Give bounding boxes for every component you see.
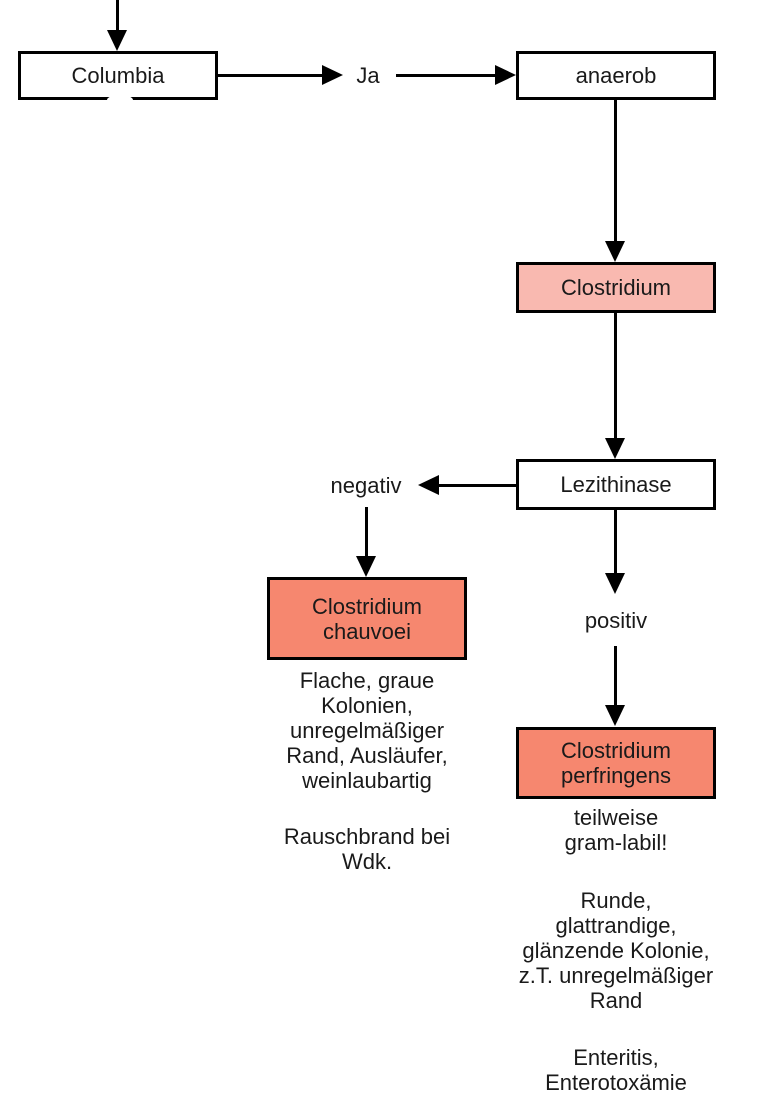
arrow-line — [218, 74, 322, 77]
node-anaerob-label: anaerob — [575, 63, 657, 88]
node-clostridium-chauvoei: Clostridium chauvoei — [267, 577, 467, 660]
arrow-line — [614, 510, 617, 574]
edge-label-ja: Ja — [356, 63, 380, 88]
arrow-line — [614, 100, 617, 241]
arrow-line — [614, 646, 617, 706]
arrowhead-left-icon — [418, 475, 439, 495]
arrow-line — [396, 74, 495, 77]
annotation-perfringens-disease: Enteritis, Enterotoxämie — [545, 1045, 687, 1095]
node-lezithinase-label: Lezithinase — [560, 472, 672, 497]
arrowhead-down-icon — [605, 573, 625, 594]
arrowhead-right-icon — [322, 65, 343, 85]
node-clostridium: Clostridium — [516, 262, 716, 313]
node-clostridium-perfringens-label: Clostridium perfringens — [560, 738, 672, 788]
node-clostridium-chauvoei-label: Clostridium chauvoei — [311, 593, 423, 644]
arrow-line — [365, 507, 368, 557]
node-lezithinase: Lezithinase — [516, 459, 716, 510]
arrowhead-right-icon — [495, 65, 516, 85]
arrowhead-down-icon — [605, 438, 625, 459]
node-clostridium-label: Clostridium — [560, 275, 672, 300]
node-columbia-label: Columbia — [71, 63, 165, 88]
columbia-border-notch — [107, 95, 133, 105]
edge-label-positiv: positiv — [584, 608, 648, 633]
arrowhead-down-icon — [356, 556, 376, 577]
arrow-line — [116, 0, 119, 32]
annotation-perfringens-gram: teilweise gram-labil! — [564, 805, 668, 855]
arrow-line — [614, 313, 617, 438]
edge-label-negativ: negativ — [330, 473, 402, 498]
arrowhead-down-icon — [107, 30, 127, 51]
annotation-perfringens-morphology: Runde, glattrandige, glänzende Kolonie, … — [518, 888, 714, 1013]
node-columbia: Columbia — [18, 51, 218, 100]
node-anaerob: anaerob — [516, 51, 716, 100]
arrowhead-down-icon — [605, 705, 625, 726]
node-clostridium-perfringens: Clostridium perfringens — [516, 727, 716, 799]
annotation-chauvoei-disease: Rauschbrand bei Wdk. — [283, 824, 451, 874]
arrow-line — [439, 484, 516, 487]
arrowhead-down-icon — [605, 241, 625, 262]
annotation-chauvoei-morphology: Flache, graue Kolonien, unregelmäßiger R… — [286, 668, 448, 793]
